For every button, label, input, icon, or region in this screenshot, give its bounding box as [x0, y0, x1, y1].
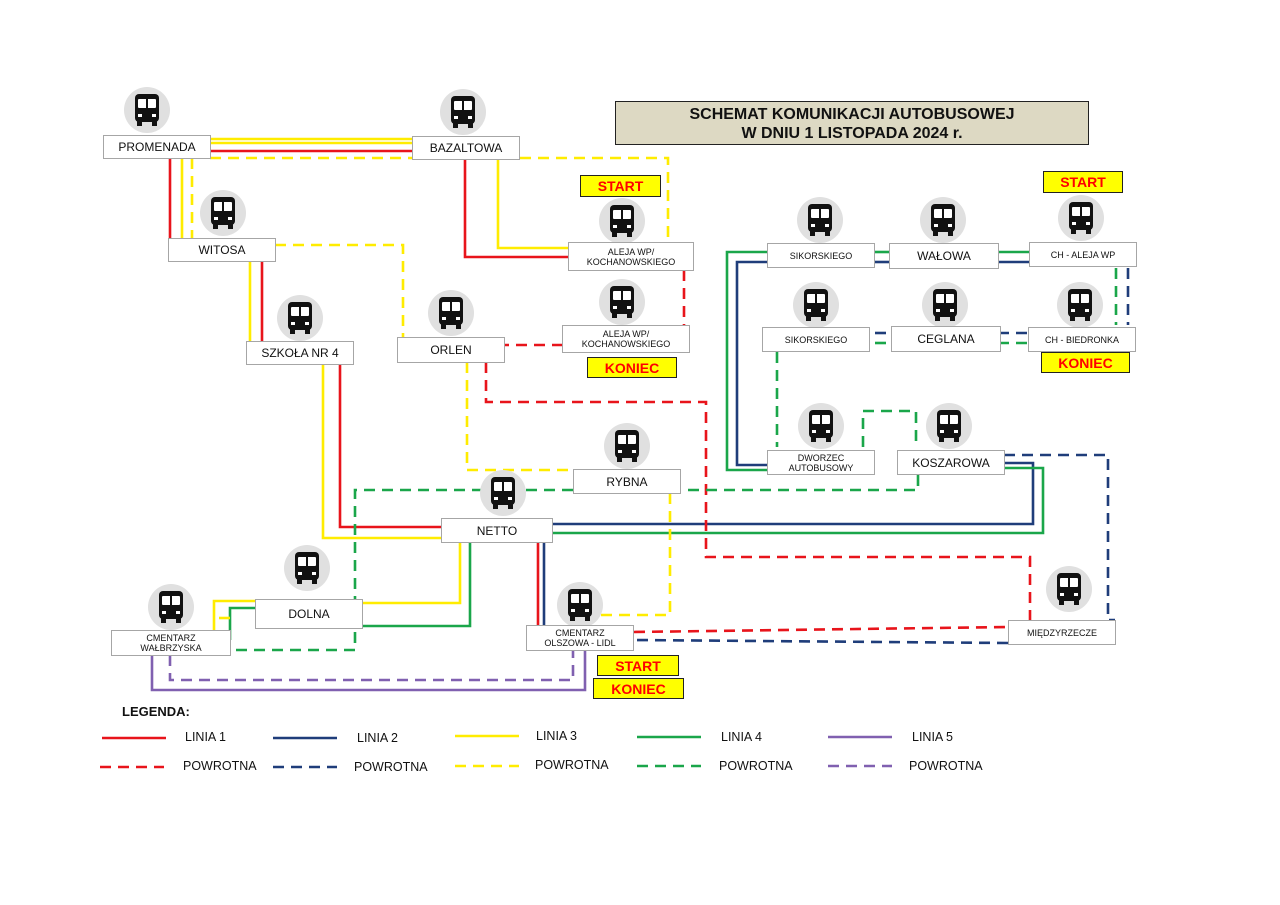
legend-label-linia-1: LINIA 1 [185, 730, 226, 744]
legend-label-powrotna-2: POWROTNA [354, 760, 428, 774]
route-linia-5 [150, 650, 587, 692]
bus-icon [480, 470, 526, 516]
route-linia-3 [180, 137, 569, 630]
legend-label-powrotna-1: POWROTNA [183, 759, 257, 773]
stop-bazaltowa: BAZALTOWA [412, 136, 520, 160]
legend-label-powrotna-4: POWROTNA [719, 759, 793, 773]
stop-szkola: SZKOŁA NR 4 [246, 341, 354, 365]
stop-ch-biedronka: CH - BIEDRONKA [1028, 327, 1136, 352]
bus-icon [440, 89, 486, 135]
stop-ch-aleja-wp: CH - ALEJA WP [1029, 242, 1137, 267]
stop-sikorskiego-top: SIKORSKIEGO [767, 243, 875, 268]
route-linia-4 [228, 250, 1045, 640]
bus-icon [1057, 282, 1103, 328]
stop-netto: NETTO [441, 518, 553, 543]
stop-promenada: PROMENADA [103, 135, 211, 159]
koniec-tag: KONIEC [1041, 352, 1130, 373]
koniec-tag: KONIEC [587, 357, 677, 378]
legend-label-powrotna-5: POWROTNA [909, 759, 983, 773]
diagram-title: SCHEMAT KOMUNIKACJI AUTOBUSOWEJ W DNIU 1… [615, 101, 1089, 145]
route-linia-3-return [190, 156, 672, 620]
legend-label-linia-4: LINIA 4 [721, 730, 762, 744]
bus-icon [428, 290, 474, 336]
bus-icon [284, 545, 330, 591]
legend-label-linia-2: LINIA 2 [357, 731, 398, 745]
stop-sikorskiego-mid: SIKORSKIEGO [762, 327, 870, 352]
stop-dolna: DOLNA [255, 599, 363, 629]
legend-label-linia-3: LINIA 3 [536, 729, 577, 743]
route-linia-1 [168, 149, 569, 626]
route-linia-5-return [168, 650, 575, 682]
legend-label-linia-5: LINIA 5 [912, 730, 953, 744]
stop-walowa: WAŁOWA [889, 243, 999, 269]
stop-miedzyrzecze: MIĘDZYRZECZE [1008, 620, 1116, 645]
bus-icon [124, 87, 170, 133]
bus-icon [920, 197, 966, 243]
bus-icon [599, 279, 645, 325]
bus-icon [797, 197, 843, 243]
title-line-2: W DNIU 1 LISTOPADA 2024 r. [741, 125, 963, 142]
bus-icon [599, 198, 645, 244]
start-tag: START [1043, 171, 1123, 193]
legend-samples [100, 734, 892, 769]
route-linia-1-return [484, 270, 1032, 634]
bus-icon [1058, 195, 1104, 241]
route-linia-4-return [230, 268, 1118, 652]
legend-title: LEGENDA: [122, 704, 190, 719]
start-tag: START [580, 175, 661, 197]
stop-orlen: ORLEN [397, 337, 505, 363]
bus-icon [557, 582, 603, 628]
bus-icon [604, 423, 650, 469]
bus-icon [148, 584, 194, 630]
bus-icon [277, 295, 323, 341]
koniec-tag: KONIEC [593, 678, 684, 699]
bus-icon [798, 403, 844, 449]
bus-icon [793, 282, 839, 328]
bus-icon [1046, 566, 1092, 612]
stop-rybna: RYBNA [573, 469, 681, 494]
start-tag: START [597, 655, 679, 676]
stop-aleja-wp-end: ALEJA WP/KOCHANOWSKIEGO [562, 325, 690, 353]
stop-koszarowa: KOSZAROWA [897, 450, 1005, 475]
bus-icon [200, 190, 246, 236]
bus-icon [926, 403, 972, 449]
bus-icon [922, 282, 968, 328]
legend-label-powrotna-3: POWROTNA [535, 758, 609, 772]
stop-witosa: WITOSA [168, 238, 276, 262]
title-line-1: SCHEMAT KOMUNIKACJI AUTOBUSOWEJ [689, 106, 1015, 123]
stop-ceglana: CEGLANA [891, 326, 1001, 352]
route-linia-2 [542, 260, 1035, 626]
stop-aleja-wp-start: ALEJA WP/KOCHANOWSKIEGO [568, 242, 694, 271]
